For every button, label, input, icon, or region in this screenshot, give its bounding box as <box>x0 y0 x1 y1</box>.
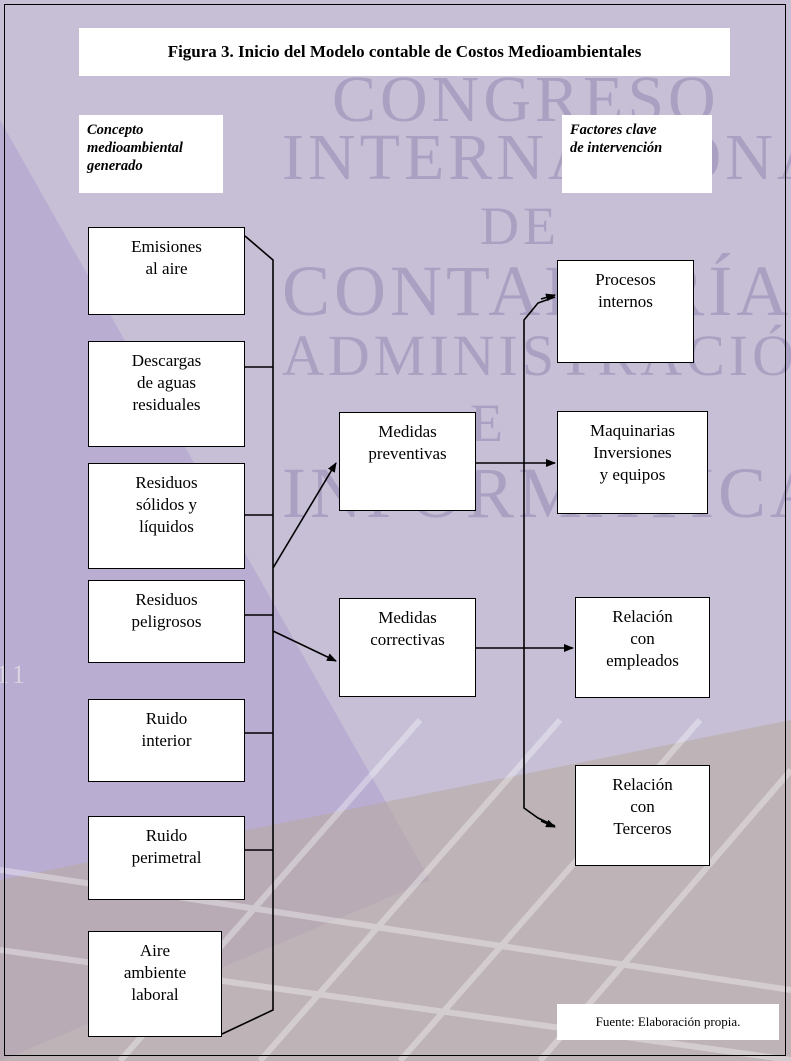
source-note: Fuente: Elaboración propia. <box>557 1004 779 1040</box>
header-concepts: Concepto medioambiental generado <box>79 115 223 193</box>
figure-title: Figura 3. Inicio del Modelo contable de … <box>79 28 730 76</box>
header-factors: Factores clave de intervención <box>562 115 712 193</box>
concept-bracket <box>221 235 274 1035</box>
watermark-line: ADMINISTRACIÓN <box>282 323 791 388</box>
arrow-to-third-parties <box>540 819 556 828</box>
factor-box-employees: Relación con empleados <box>575 597 710 698</box>
factor-box-third-parties: Relación con Terceros <box>575 765 710 866</box>
arrow-to-corrective <box>272 630 337 662</box>
measure-box-preventive: Medidas preventivas <box>339 412 476 511</box>
watermark-line: DE <box>480 196 560 256</box>
factor-bracket <box>523 296 556 827</box>
arrow-to-preventive <box>272 462 337 569</box>
concept-box-hazardous-waste: Residuos peligrosos <box>88 580 245 663</box>
concept-box-air-emissions: Emisiones al aire <box>88 227 245 315</box>
concept-box-wastewater: Descargas de aguas residuales <box>88 341 245 447</box>
factor-box-internal-processes: Procesos internos <box>557 260 694 363</box>
watermark-line: CONTADURÍA <box>282 251 791 331</box>
factor-box-machinery: Maquinarias Inversiones y equipos <box>557 411 708 514</box>
concept-box-perimeter-noise: Ruido perimetral <box>88 816 245 900</box>
arrow-to-processes <box>540 293 556 302</box>
measure-box-corrective: Medidas correctivas <box>339 598 476 697</box>
concept-box-workplace-air: Aire ambiente laboral <box>88 931 222 1037</box>
concept-box-solid-liquid-waste: Residuos sólidos y líquidos <box>88 463 245 569</box>
concept-box-interior-noise: Ruido interior <box>88 699 245 782</box>
